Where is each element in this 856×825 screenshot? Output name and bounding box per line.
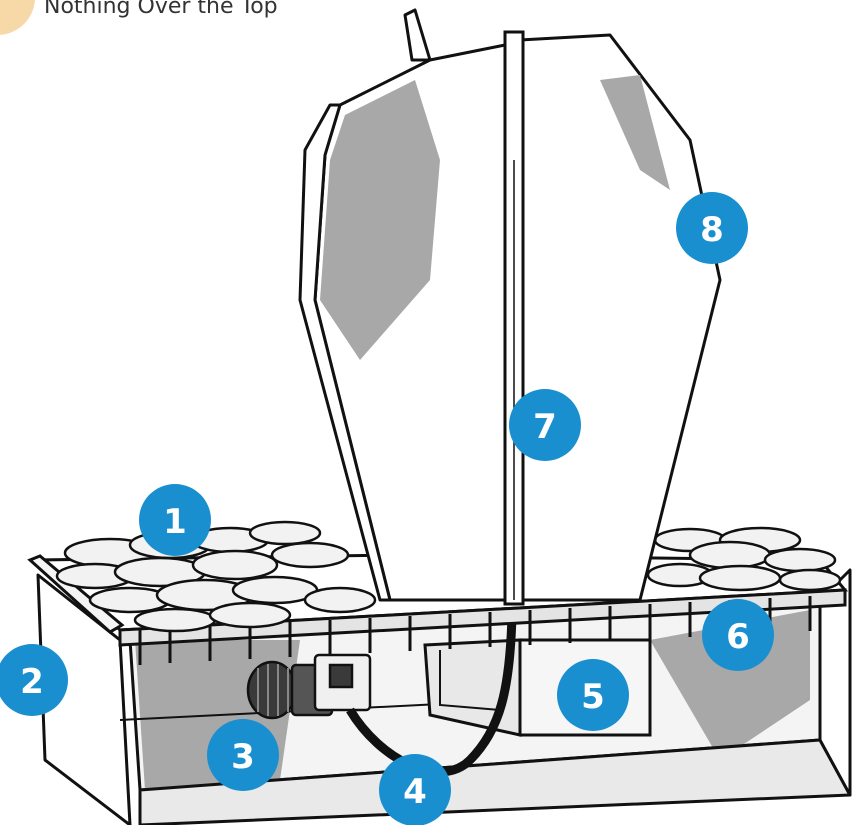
tubing [346, 614, 517, 777]
badge-6: 6 [702, 599, 774, 671]
badge-2: 2 [0, 644, 68, 716]
urn-right-shadow [600, 75, 670, 190]
badge-7-number: 7 [533, 407, 557, 447]
pump [246, 653, 372, 720]
pump-outlet [328, 663, 354, 689]
badge-1-number: 1 [163, 502, 187, 542]
badge-4-number: 4 [403, 772, 427, 812]
urn-left-rim [403, 8, 432, 62]
diagram-caption: Nothing Over the Top [44, 0, 278, 19]
badge-8: 8 [676, 192, 748, 264]
badge-8-number: 8 [700, 210, 724, 250]
urn-left-shadow [320, 80, 440, 360]
reservoir-inner [439, 650, 501, 711]
center-pipe [503, 30, 525, 606]
badge-3-number: 3 [231, 737, 255, 777]
pump-intake-ridges [257, 664, 289, 716]
badge-3: 3 [207, 719, 279, 791]
grate-front [118, 588, 847, 647]
stones-left [55, 520, 377, 633]
badges: 1 2 3 4 5 6 7 8 [0, 192, 774, 825]
badge-5-number: 5 [581, 677, 605, 717]
badge-2-number: 2 [20, 662, 44, 702]
badge-4: 4 [379, 754, 451, 825]
basin-rim-left [27, 554, 125, 634]
badge-1: 1 [139, 484, 211, 556]
stones-right [646, 526, 842, 592]
badge-6-number: 6 [726, 617, 750, 657]
badge-7: 7 [509, 389, 581, 461]
urn-outer-edge [298, 103, 392, 602]
badge-5: 5 [557, 659, 629, 731]
